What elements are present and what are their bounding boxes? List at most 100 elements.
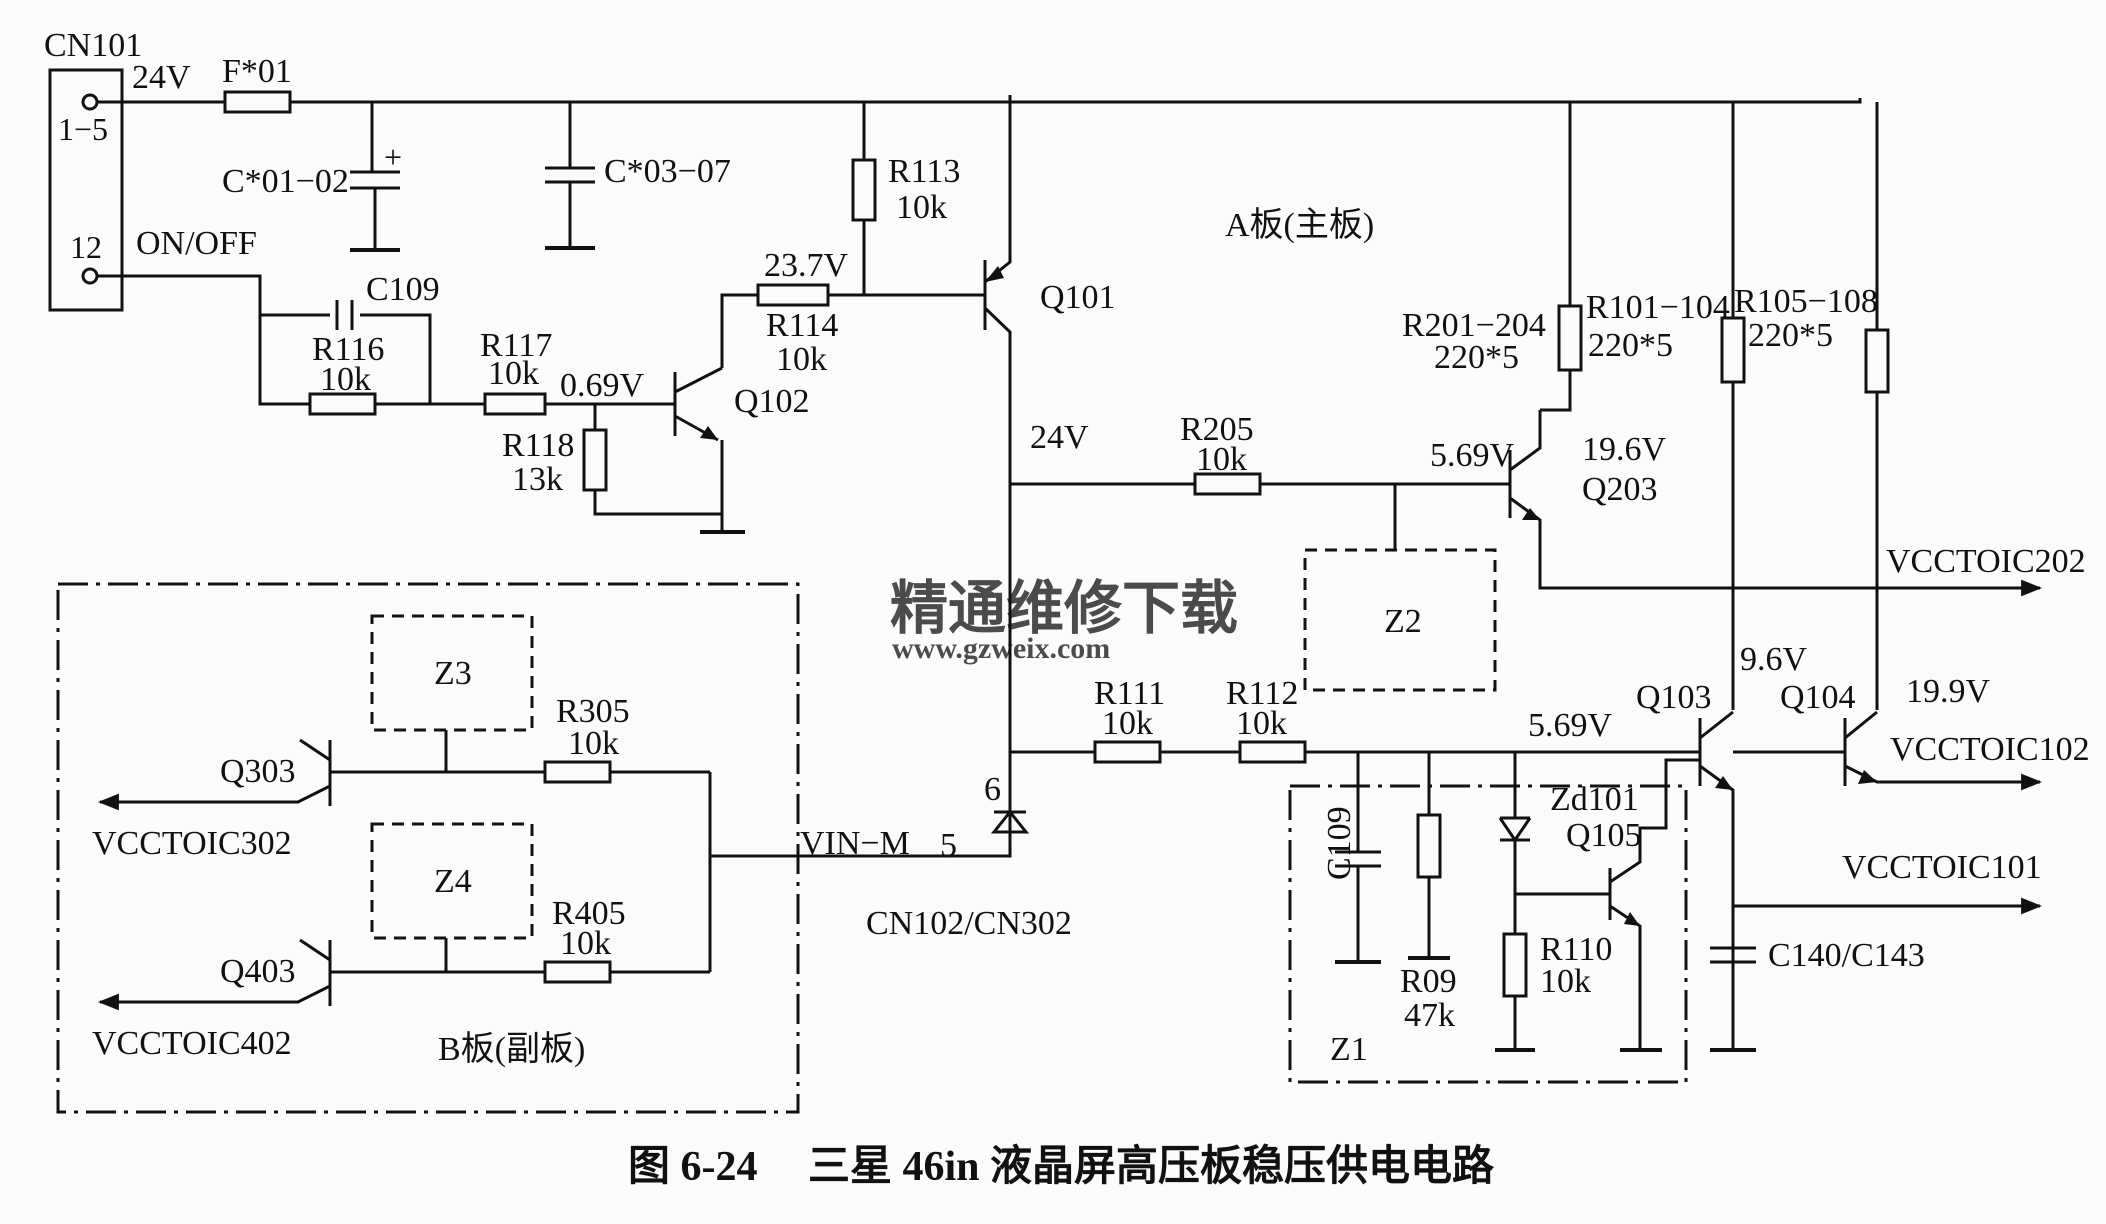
zd101-label: Zd101 bbox=[1550, 781, 1639, 818]
q103-label: Q103 bbox=[1636, 679, 1712, 716]
fuse-f01 bbox=[223, 90, 292, 114]
r117-name: R117 bbox=[480, 327, 552, 364]
r114-value: 10k bbox=[776, 341, 827, 378]
cap-plus-sign: + bbox=[384, 139, 402, 175]
resistor-r113 bbox=[851, 158, 877, 222]
voltage-5-69v-bottom: 5.69V bbox=[1528, 707, 1613, 744]
resistor-r111 bbox=[1093, 740, 1162, 764]
cn101-label: CN101 bbox=[44, 27, 142, 64]
q101-emitter-arrow bbox=[985, 266, 1004, 282]
voltage-24v-mid: 24V bbox=[1030, 419, 1089, 456]
block-z2 bbox=[1303, 548, 1497, 692]
q102-label: Q102 bbox=[734, 383, 810, 420]
cap-c01-02-label: C*01−02 bbox=[222, 163, 349, 200]
r118-wire bbox=[593, 404, 722, 516]
cap-c01-02 bbox=[350, 102, 400, 250]
board-b-frame bbox=[56, 582, 800, 1114]
q105-label: Q105 bbox=[1566, 817, 1642, 854]
cn101-pin-12 bbox=[81, 267, 99, 285]
block-z2-label: Z2 bbox=[1384, 603, 1422, 640]
watermark-url: www.gzweix.com bbox=[892, 632, 1110, 665]
voltage-9-6v: 9.6V bbox=[1740, 641, 1808, 678]
r116-value: 10k bbox=[320, 361, 371, 398]
r305-name: R305 bbox=[556, 693, 630, 730]
r205-value: 10k bbox=[1196, 441, 1247, 478]
cn101-pin-12-label: 12 bbox=[70, 229, 102, 265]
resistor-r118 bbox=[582, 428, 608, 492]
resistor-r205 bbox=[1193, 472, 1262, 496]
resistor-r114 bbox=[756, 283, 830, 307]
r112-name: R112 bbox=[1226, 675, 1298, 712]
resistor-r305 bbox=[543, 760, 612, 784]
resistor-r117 bbox=[483, 392, 547, 416]
output-ic402-label: VCCTOIC402 bbox=[92, 1025, 292, 1062]
c109-label: C109 bbox=[366, 271, 440, 308]
r101-name: R101−104 bbox=[1586, 289, 1730, 326]
board-b-label: B板(副板) bbox=[438, 1030, 585, 1068]
transistor-q203 bbox=[1508, 410, 2040, 588]
r110-name: R110 bbox=[1540, 931, 1612, 968]
q105-emitter-arrow bbox=[1624, 912, 1640, 926]
c109-z1-label: C109 bbox=[1321, 806, 1358, 880]
r201-wire bbox=[1540, 102, 1572, 412]
cap-c140-c143 bbox=[1710, 906, 1756, 1050]
r117-value: 10k bbox=[488, 355, 539, 392]
output-ic302-label: VCCTOIC302 bbox=[92, 825, 292, 862]
resistor-r112 bbox=[1238, 740, 1307, 764]
output-ic202-label: VCCTOIC202 bbox=[1886, 543, 2086, 580]
vin-m-label: VIN−M bbox=[800, 825, 910, 862]
r305-value: 10k bbox=[568, 725, 619, 762]
cn101-pin-1-5 bbox=[81, 93, 99, 111]
voltage-0-69v: 0.69V bbox=[560, 367, 645, 404]
r113-name: R113 bbox=[888, 153, 960, 190]
r205-name: R205 bbox=[1180, 411, 1254, 448]
resistor-r405 bbox=[543, 960, 612, 984]
figure-number: 图 6-24 bbox=[628, 1144, 758, 1190]
voltage-19-9v: 19.9V bbox=[1906, 673, 1991, 710]
block-z4 bbox=[370, 822, 534, 940]
block-z1 bbox=[1288, 784, 1688, 1084]
q102-emitter-arrow bbox=[700, 426, 718, 440]
q104-label: Q104 bbox=[1780, 679, 1856, 716]
r201-name: R201−204 bbox=[1402, 307, 1546, 344]
output-ic101-label: VCCTOIC101 bbox=[1842, 849, 2042, 886]
on-off-network bbox=[97, 274, 485, 406]
resistor-r201-204 bbox=[1557, 304, 1583, 372]
cap-c109-top bbox=[335, 300, 354, 330]
block-z1-label: Z1 bbox=[1330, 1031, 1368, 1068]
cn101-connector bbox=[48, 68, 124, 312]
resistor-r105-108 bbox=[1720, 316, 1746, 384]
block-z4-label: Z4 bbox=[434, 863, 472, 900]
c140-label: C140/C143 bbox=[1768, 937, 1925, 974]
figure-title: 三星 46in 液晶屏高压板稳压供电电路 bbox=[808, 1143, 1495, 1190]
voltage-19-6v: 19.6V bbox=[1582, 431, 1667, 468]
cn101-pin-1-5-label: 1−5 bbox=[58, 111, 108, 147]
q303-label: Q303 bbox=[220, 753, 296, 790]
block-z3-label: Z3 bbox=[434, 655, 472, 692]
pin5-label: 5 bbox=[940, 827, 957, 864]
transistor-q105 bbox=[1515, 758, 1700, 1050]
q104-emitter-arrow bbox=[1858, 770, 1877, 784]
r113-value: 10k bbox=[896, 189, 947, 226]
r112-value: 10k bbox=[1236, 705, 1287, 742]
r201-value: 220*5 bbox=[1434, 339, 1519, 376]
resistor-r110 bbox=[1502, 932, 1528, 998]
board-a-label: A板(主板) bbox=[1225, 206, 1374, 244]
fuse-label: F*01 bbox=[222, 53, 292, 90]
r118-value: 13k bbox=[512, 461, 563, 498]
cap-c109-z1 bbox=[1335, 752, 1381, 962]
q101-label: Q101 bbox=[1040, 279, 1116, 316]
r101-value: 220*5 bbox=[1588, 327, 1673, 364]
supply-24v-label: 24V bbox=[132, 59, 191, 96]
resistor-r09 bbox=[1416, 813, 1442, 879]
zener-zd101 bbox=[1498, 752, 1532, 934]
voltage-5-69v-top: 5.69V bbox=[1430, 437, 1515, 474]
r114-name: R114 bbox=[766, 307, 838, 344]
resistor-q104-collector bbox=[1864, 328, 1890, 394]
block-z3 bbox=[370, 614, 534, 732]
transistor-q103 bbox=[1698, 710, 1735, 1050]
r110-value: 10k bbox=[1540, 963, 1591, 1000]
r405-value: 10k bbox=[560, 925, 611, 962]
pin6-label: 6 bbox=[984, 771, 1001, 808]
